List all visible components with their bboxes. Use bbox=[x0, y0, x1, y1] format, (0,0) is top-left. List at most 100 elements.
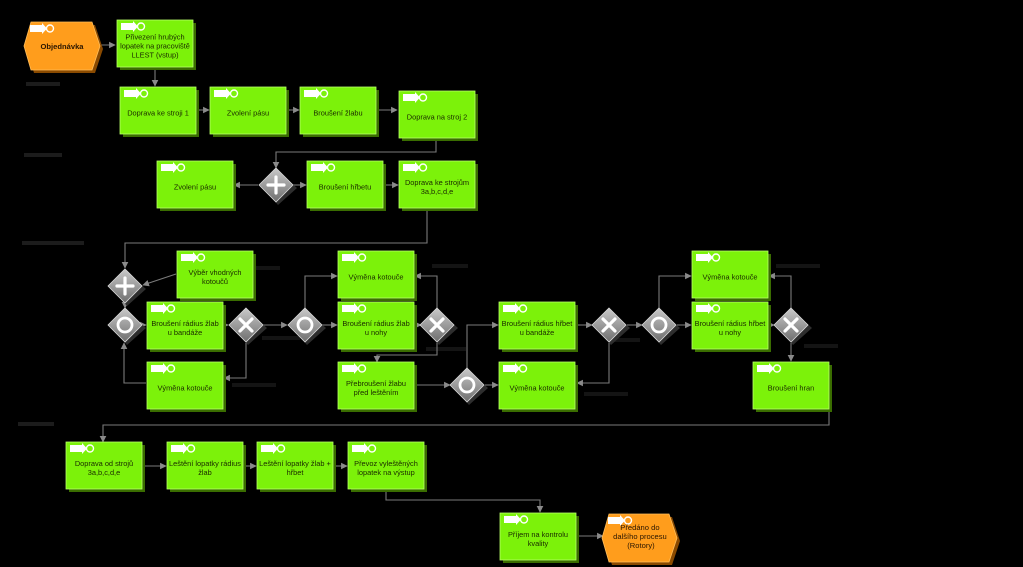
gateway-xor-g4[interactable] bbox=[228, 307, 267, 345]
process-icon bbox=[151, 363, 176, 374]
edge-g4-f11 bbox=[223, 343, 247, 382]
function-label-f17: Výměna kotouče bbox=[702, 273, 757, 282]
gateway-xor-g6[interactable] bbox=[419, 307, 458, 345]
edge-f19-f20 bbox=[99, 409, 830, 443]
process-icon bbox=[181, 252, 206, 263]
process-icon bbox=[30, 23, 55, 34]
gateway-xor-g10[interactable] bbox=[773, 307, 812, 345]
end-event-label: Předáno do dalšího procesu (Rotory) bbox=[613, 523, 669, 550]
gateways bbox=[107, 167, 812, 405]
and-icon bbox=[266, 175, 286, 195]
process-icon bbox=[311, 162, 336, 173]
function-box-f6[interactable]: Zvolení pásu bbox=[156, 160, 236, 211]
or-icon bbox=[296, 316, 314, 334]
process-icon bbox=[503, 363, 528, 374]
gateway-or-g3[interactable] bbox=[107, 307, 146, 345]
end-event[interactable]: Předáno do dalšího procesu (Rotory) bbox=[601, 513, 680, 565]
process-icon bbox=[757, 363, 782, 374]
process-icon bbox=[504, 514, 529, 525]
xor-icon bbox=[783, 317, 799, 333]
edge-f8-g2 bbox=[121, 208, 428, 269]
xor-icon bbox=[429, 317, 445, 333]
process-icon bbox=[403, 92, 428, 103]
process-icon bbox=[151, 303, 176, 314]
process-icon bbox=[121, 21, 146, 32]
process-icon bbox=[503, 303, 528, 314]
edge-g10-f17 bbox=[768, 272, 792, 308]
function-box-f2[interactable]: Doprava ke stroji 1 bbox=[119, 86, 199, 137]
process-icon bbox=[304, 88, 329, 99]
function-label-f5: Doprava na stroj 2 bbox=[407, 113, 467, 122]
function-label-f16: Výměna kotouče bbox=[509, 384, 564, 393]
gateway-and-g2[interactable] bbox=[107, 268, 146, 306]
edge-g9-f17 bbox=[658, 272, 692, 308]
process-icon bbox=[403, 162, 428, 173]
xor-icon bbox=[601, 317, 617, 333]
gateway-or-g7[interactable] bbox=[449, 367, 488, 405]
function-box-f3[interactable]: Zvolení pásu bbox=[209, 86, 289, 137]
function-box-f22[interactable]: Leštění lopatky žlab +hřbet bbox=[256, 441, 336, 492]
connectors bbox=[97, 41, 830, 540]
function-label-f7: Broušení hřbetu bbox=[319, 183, 372, 192]
function-box-f12[interactable]: Výměna kotouče bbox=[337, 250, 417, 301]
edge-g6-f14 bbox=[373, 343, 438, 363]
edge-f9-g2 bbox=[142, 273, 177, 287]
function-box-f16[interactable]: Výměna kotouče bbox=[498, 361, 578, 412]
gateway-or-g9[interactable] bbox=[641, 307, 680, 345]
function-box-f17[interactable]: Výměna kotouče bbox=[691, 250, 771, 301]
gateway-or-g5[interactable] bbox=[287, 307, 326, 345]
function-box-f5[interactable]: Doprava na stroj 2 bbox=[398, 90, 478, 141]
edge-f11-g3 bbox=[120, 342, 146, 384]
or-icon bbox=[650, 316, 668, 334]
function-label-f2: Doprava ke stroji 1 bbox=[127, 109, 189, 118]
process-icon bbox=[342, 363, 367, 374]
function-box-f19[interactable]: Broušení hran bbox=[752, 361, 832, 412]
function-box-f11[interactable]: Výměna kotouče bbox=[146, 361, 226, 412]
function-label-f11: Výměna kotouče bbox=[157, 384, 212, 393]
edge-f23-f24 bbox=[385, 489, 544, 513]
xor-icon bbox=[238, 317, 254, 333]
process-icon bbox=[171, 443, 196, 454]
function-label-f22: Leštění lopatky žlab +hřbet bbox=[259, 459, 331, 477]
process-icon bbox=[608, 515, 633, 526]
process-icon bbox=[352, 443, 377, 454]
start-event[interactable]: Objednávka bbox=[23, 21, 103, 73]
process-icon bbox=[342, 303, 367, 314]
gateway-xor-g8[interactable] bbox=[591, 307, 630, 345]
process-icon bbox=[261, 443, 286, 454]
function-box-f7[interactable]: Broušení hřbetu bbox=[306, 160, 386, 211]
edge-g8-f16 bbox=[576, 343, 610, 387]
edge-g6-f12 bbox=[414, 272, 438, 308]
and-icon bbox=[115, 276, 135, 296]
function-box-f4[interactable]: Broušení žlabu bbox=[299, 86, 379, 137]
function-label-f4: Broušení žlabu bbox=[313, 109, 362, 118]
or-icon bbox=[116, 316, 134, 334]
process-icon bbox=[696, 303, 721, 314]
process-icon bbox=[161, 162, 186, 173]
gateway-and-g1[interactable] bbox=[258, 167, 297, 205]
